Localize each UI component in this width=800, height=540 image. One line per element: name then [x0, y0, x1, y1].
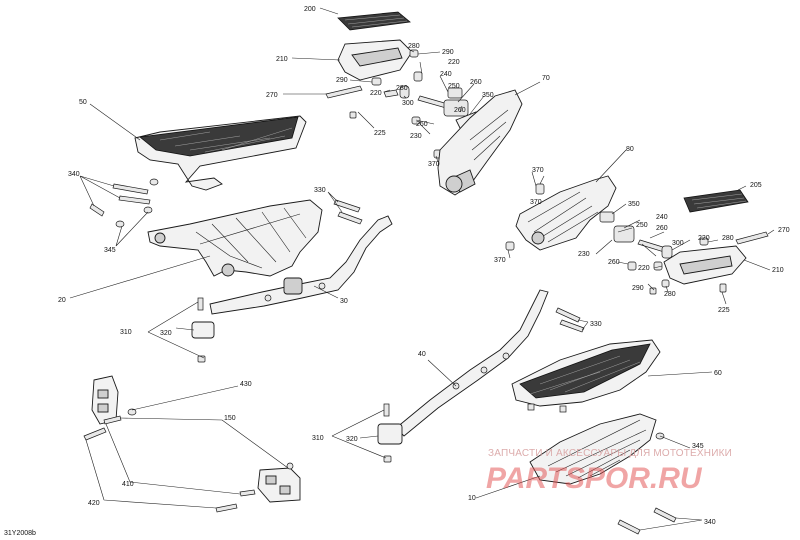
label-220-a: 220: [448, 59, 460, 66]
label-330-top: 330: [314, 187, 326, 194]
label-260-e: 260: [608, 259, 620, 266]
label-280-b: 280: [396, 85, 408, 92]
hardware-340-345-left: [89, 178, 159, 228]
label-270-right: 270: [778, 227, 790, 234]
label-370-c: 370: [530, 199, 542, 206]
leader-lines: [69, 7, 775, 531]
label-290-b: 290: [336, 77, 348, 84]
label-240-a: 240: [440, 71, 452, 78]
label-370-a: 370: [428, 161, 440, 168]
label-260-d: 260: [656, 225, 668, 232]
label-290-a: 290: [442, 49, 454, 56]
document-id: 31Y2008b: [4, 530, 36, 537]
label-350-a: 350: [482, 92, 494, 99]
label-225-right: 225: [718, 307, 730, 314]
frame-tube-30: [209, 215, 393, 315]
label-220-c: 220: [698, 235, 710, 242]
label-230-a: 230: [410, 133, 422, 140]
label-60: 60: [714, 370, 722, 377]
label-410: 410: [122, 481, 134, 488]
label-310-left: 310: [120, 329, 132, 336]
label-210-right: 210: [772, 267, 784, 274]
bracket-20: [147, 199, 323, 277]
label-250-a: 250: [448, 83, 460, 90]
label-20: 20: [58, 297, 66, 304]
label-210-top: 210: [276, 56, 288, 63]
pad-holder-210-right: [663, 245, 747, 285]
label-200: 200: [304, 6, 316, 13]
label-150: 150: [224, 415, 236, 422]
label-280-c: 280: [722, 235, 734, 242]
watermark-tagline: ЗАПЧАСТИ И АКСЕССУАРЫ ДЛЯ МОТОТЕХНИКИ: [488, 448, 732, 459]
footrest-pad-205: [683, 189, 749, 213]
label-80: 80: [626, 146, 634, 153]
label-50: 50: [79, 99, 87, 106]
label-300-a: 300: [402, 100, 414, 107]
label-270-top: 270: [266, 92, 278, 99]
label-225-top: 225: [374, 130, 386, 137]
label-370-b: 370: [532, 167, 544, 174]
label-430: 430: [240, 381, 252, 388]
label-350-b: 350: [628, 201, 640, 208]
footrest-pad-60: [511, 339, 661, 413]
label-205: 205: [750, 182, 762, 189]
label-260-c: 260: [416, 121, 428, 128]
hardware-top-center: [325, 49, 481, 159]
label-310-right: 310: [312, 435, 324, 442]
label-230-b: 230: [578, 251, 590, 258]
label-370-d: 370: [494, 257, 506, 264]
label-240-b: 240: [656, 214, 668, 221]
label-320-right: 320: [346, 436, 358, 443]
bracket-70: [437, 89, 523, 196]
hardware-right-cluster: [599, 211, 769, 295]
label-340-right: 340: [704, 519, 716, 526]
hardware-330-right: [555, 307, 585, 333]
label-220-b: 220: [370, 90, 382, 97]
label-260-a: 260: [470, 79, 482, 86]
label-260-b: 260: [454, 107, 466, 114]
label-320-left: 320: [160, 330, 172, 337]
bracket-430: [257, 467, 301, 503]
bracket-410: [91, 375, 119, 425]
label-280-a: 280: [408, 43, 420, 50]
label-10: 10: [468, 495, 476, 502]
label-345-left: 345: [104, 247, 116, 254]
footrest-pad-50: [134, 115, 307, 191]
label-420: 420: [88, 500, 100, 507]
label-330-right: 330: [590, 321, 602, 328]
bracket-80: [515, 175, 617, 251]
hardware-150-420: [83, 408, 294, 513]
label-290-c: 290: [632, 285, 644, 292]
label-40: 40: [418, 351, 426, 358]
label-300-b: 300: [672, 240, 684, 247]
hardware-330-top: [333, 199, 363, 225]
bracket-10: [529, 413, 657, 485]
watermark-logo: PARTSPOR.RU: [486, 462, 703, 495]
label-30: 30: [340, 298, 348, 305]
part-labels: 200 210 270 280 290 220 240 290 220 280 …: [58, 6, 790, 526]
label-340-left: 340: [68, 171, 80, 178]
label-220-d: 220: [638, 265, 650, 272]
label-345-right: 345: [692, 443, 704, 450]
pad-holder-210-top: [337, 39, 413, 81]
frame-tube-40: [395, 289, 549, 437]
label-280-d: 280: [664, 291, 676, 298]
label-250-b: 250: [636, 222, 648, 229]
label-70: 70: [542, 75, 550, 82]
support-310-320-right: [377, 403, 403, 463]
watermark: ЗАПЧАСТИ И АКСЕССУАРЫ ДЛЯ МОТОТЕХНИКИ PA…: [486, 448, 732, 495]
footrest-pad-200: [337, 11, 411, 31]
